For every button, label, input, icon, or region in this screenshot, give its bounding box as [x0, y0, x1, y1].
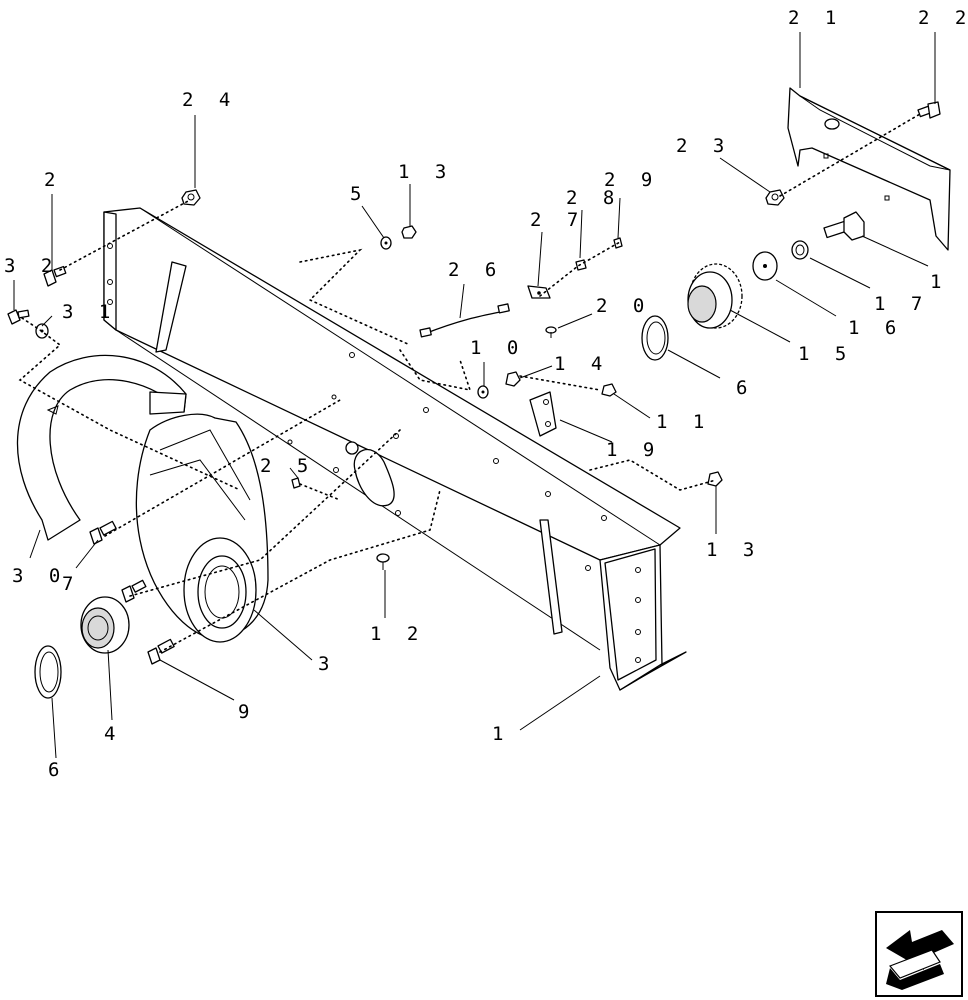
bolt-18	[823, 211, 865, 241]
callout-27: 2 7	[530, 209, 585, 231]
washer-5	[380, 236, 392, 250]
callout-7: 7	[62, 573, 80, 595]
callout-12: 1 2	[370, 623, 425, 645]
washer-right	[641, 315, 669, 361]
nut-23	[765, 189, 785, 206]
callout-30: 3 0	[12, 565, 67, 587]
callout-1: 1	[492, 723, 510, 745]
bearing	[80, 596, 130, 654]
callout-14: 1 4	[554, 353, 609, 375]
callout-21: 2 1	[788, 7, 843, 29]
callout-26: 2 6	[448, 259, 503, 281]
callout-13-bottom: 1 3	[706, 539, 761, 561]
sprocket-15	[687, 263, 743, 329]
callout-11: 1 1	[656, 411, 711, 433]
callout-10: 1 0	[470, 337, 525, 359]
callout-20: 2 0	[596, 295, 651, 317]
leader-lines	[13, 32, 936, 759]
guard-sheet	[16, 354, 187, 541]
washer-16	[752, 251, 778, 281]
callout-18: 1 8	[930, 271, 968, 293]
callout-9: 9	[238, 701, 256, 723]
nut-14	[505, 371, 521, 387]
callout-3: 3	[318, 653, 336, 675]
bolt-32	[7, 309, 30, 325]
callout-28: 2 8	[566, 187, 621, 209]
callout-32: 3 2	[4, 255, 59, 277]
rivet-12	[376, 553, 390, 570]
bolt-small	[121, 579, 147, 603]
fitting-25	[291, 477, 301, 489]
bolt-2	[43, 265, 67, 287]
callout-5: 5	[350, 183, 368, 205]
callout-13-top: 1 3	[398, 161, 453, 183]
assembly-lines	[18, 113, 921, 653]
plate-19	[529, 391, 557, 437]
callout-29: 2 9	[604, 169, 659, 191]
callout-24: 2 4	[182, 89, 237, 111]
callout-25: 2 5	[260, 455, 315, 477]
callout-22: 2 2	[918, 7, 968, 29]
washer-10	[477, 385, 489, 399]
bolt-7	[89, 520, 117, 545]
callout-16: 1 6	[848, 317, 903, 339]
callout-23: 2 3	[676, 135, 731, 157]
callout-15: 1 5	[798, 343, 853, 365]
screw-20	[545, 326, 557, 338]
nut-24	[181, 189, 201, 206]
bearing-housing	[135, 413, 269, 643]
callout-6-left: 6	[48, 759, 66, 781]
previous-page-arrow-icon[interactable]	[875, 911, 963, 997]
nut-13-top	[401, 225, 417, 239]
clip-27	[527, 285, 551, 299]
callout-6-right: 6	[736, 377, 754, 399]
callout-19: 1 9	[606, 439, 661, 461]
callout-31: 3 1	[62, 301, 117, 323]
washer-17	[791, 240, 809, 260]
callout-2: 2	[44, 169, 62, 191]
main-frame-beam	[103, 207, 687, 691]
shield-bracket	[787, 87, 951, 251]
washer-left	[34, 645, 62, 699]
nut-11	[601, 383, 617, 397]
bolt-22	[917, 101, 941, 119]
callout-4: 4	[104, 723, 122, 745]
callout-17: 1 7	[874, 293, 929, 315]
nut-13-bottom	[707, 471, 723, 487]
callout-labels: 2 1 2 2 2 4 2 3 2 1 3 5 2 9 2 8 2 7 3 2 …	[4, 7, 968, 781]
hose-26	[419, 303, 510, 338]
